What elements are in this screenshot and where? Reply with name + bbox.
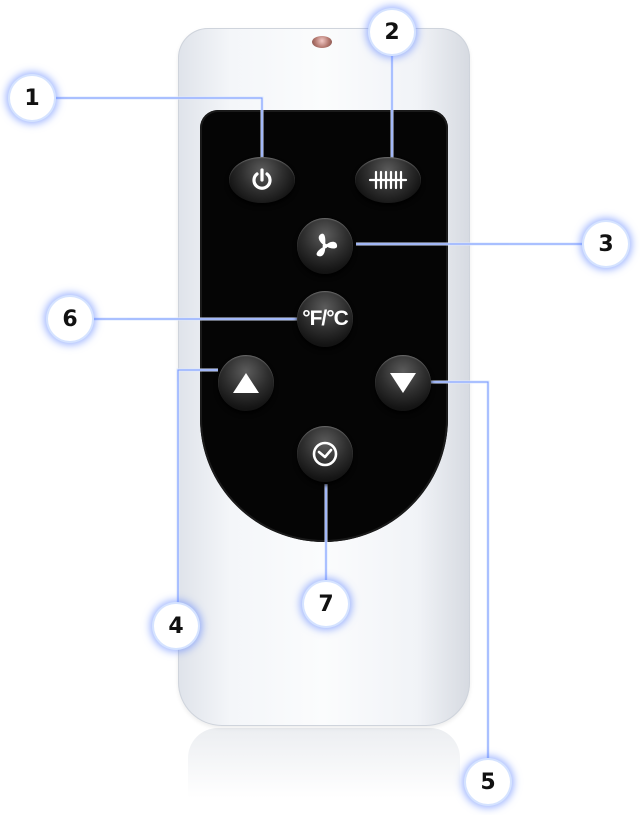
triangle-down-icon xyxy=(388,370,418,396)
callout-marker-4: 4 xyxy=(154,604,198,648)
clock-icon xyxy=(310,439,340,469)
temperature-up-button[interactable] xyxy=(218,355,274,411)
fan-button[interactable] xyxy=(297,218,353,274)
callout-line-5 xyxy=(428,380,490,762)
fan-icon xyxy=(310,231,340,261)
timer-button[interactable] xyxy=(297,426,353,482)
infrared-led xyxy=(312,36,332,48)
callout-line-4 xyxy=(176,368,218,604)
temperature-unit-button[interactable]: °F/°C xyxy=(297,291,353,347)
triangle-up-icon xyxy=(231,370,261,396)
heater-icon xyxy=(368,169,408,191)
callout-marker-1: 1 xyxy=(10,76,54,120)
callout-line-1 xyxy=(52,96,264,158)
callout-marker-6: 6 xyxy=(48,297,92,341)
callout-marker-2: 2 xyxy=(370,10,414,54)
power-button[interactable] xyxy=(229,157,295,203)
callout-marker-3: 3 xyxy=(584,222,628,266)
temperature-down-button[interactable] xyxy=(375,355,431,411)
remote-reflection xyxy=(188,728,460,798)
callout-marker-5: 5 xyxy=(466,760,510,804)
callout-marker-7: 7 xyxy=(304,582,348,626)
fahrenheit-celsius-icon: °F/°C xyxy=(302,307,349,330)
power-icon xyxy=(249,167,275,193)
heater-button[interactable] xyxy=(355,157,421,203)
